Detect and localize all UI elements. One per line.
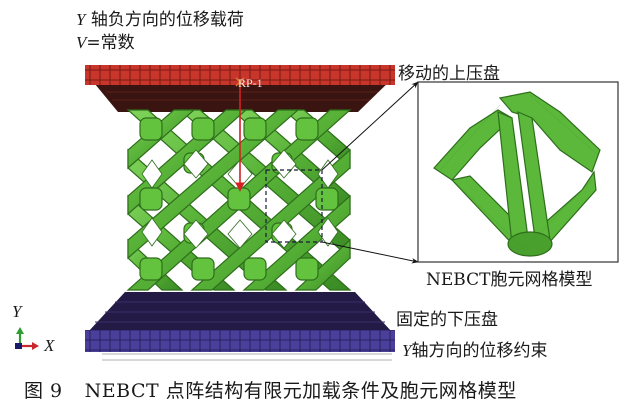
load-annotation-line2: V=常数 [76,33,135,53]
x-axis-label: X [44,336,55,355]
figure-number: 图 9 [24,380,63,402]
reference-point-marker [235,77,245,87]
leader-arrow-top [321,81,419,171]
constraint-label: Y轴方向的位移约束 [402,341,547,361]
lattice-structure [126,109,352,291]
load-annotation-line1: Y 轴负方向的位移载荷 [76,10,244,30]
axis-symbol: Y [76,10,86,29]
upper-plate [85,65,395,112]
velocity-symbol: V [76,33,87,52]
lower-plate [85,292,395,361]
caption-text: NEBCT 点阵结构有限元加载条件及胞元网格模型 [84,380,517,402]
load-arrow [235,77,245,192]
load-text: 轴负方向的位移载荷 [85,10,244,30]
unit-cell-highlight [265,169,323,243]
boundary-constraint-markers [102,353,392,361]
z-axis-marker-icon [15,343,22,349]
figure-caption: 图 9 NEBCT 点阵结构有限元加载条件及胞元网格模型 [24,380,517,402]
unit-cell-model-label: NEBCT胞元网格模型 [426,270,593,290]
axis-triad [15,327,39,350]
velocity-text: =常数 [86,33,135,53]
constraint-text: 轴方向的位移约束 [411,341,548,361]
y-axis-label: Y [12,302,22,321]
lower-plate-label: 固定的下压盘 [396,310,498,330]
axis-symbol: Y [402,341,412,360]
upper-plate-label: 移动的上压盘 [398,64,500,84]
leader-arrow-bottom [321,241,419,264]
reference-point-label: RP-1 [238,76,263,90]
unit-cell-inset [417,81,619,263]
